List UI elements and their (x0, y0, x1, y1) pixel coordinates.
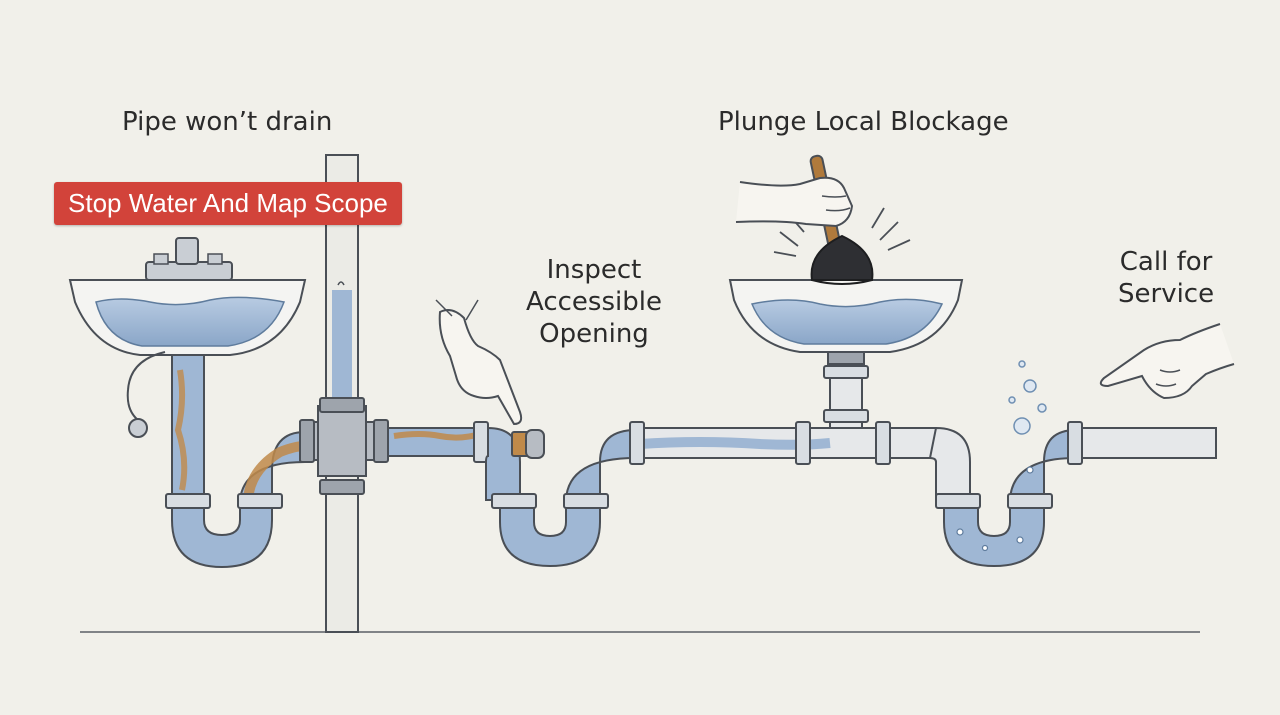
hand-pointing-icon (435, 299, 523, 426)
right-sink (728, 279, 964, 429)
bubbles-icon (1008, 360, 1047, 435)
vertical-stack-pipe (325, 154, 359, 633)
step-inspect-label: Inspect Accessible Opening (526, 254, 662, 350)
cleanout-cap-icon (511, 429, 545, 459)
step-stop-water-badge: Stop Water And Map Scope (54, 182, 402, 225)
hand-pointing-left-icon (1099, 323, 1235, 400)
cross-fitting (299, 397, 389, 495)
right-p-trap (935, 421, 1217, 568)
faucet-icon (145, 237, 233, 281)
symptom-label: Pipe won’t drain (122, 107, 333, 137)
step-plunge-label: Plunge Local Blockage (718, 107, 1009, 137)
hand-icon (735, 176, 854, 228)
left-p-trap (165, 354, 306, 569)
step-call-line-2: Service (1118, 279, 1215, 309)
left-sink (68, 237, 307, 438)
step-call-line-1: Call for (1119, 247, 1213, 277)
main-horizontal-pipe (629, 421, 971, 501)
step-inspect-line-3: Opening (539, 319, 649, 349)
step-inspect-line-2: Accessible (526, 287, 662, 317)
step-call-service-label: Call for Service (1118, 246, 1214, 310)
step-inspect-line-1: Inspect (546, 255, 642, 285)
branch-pipe (387, 421, 545, 501)
